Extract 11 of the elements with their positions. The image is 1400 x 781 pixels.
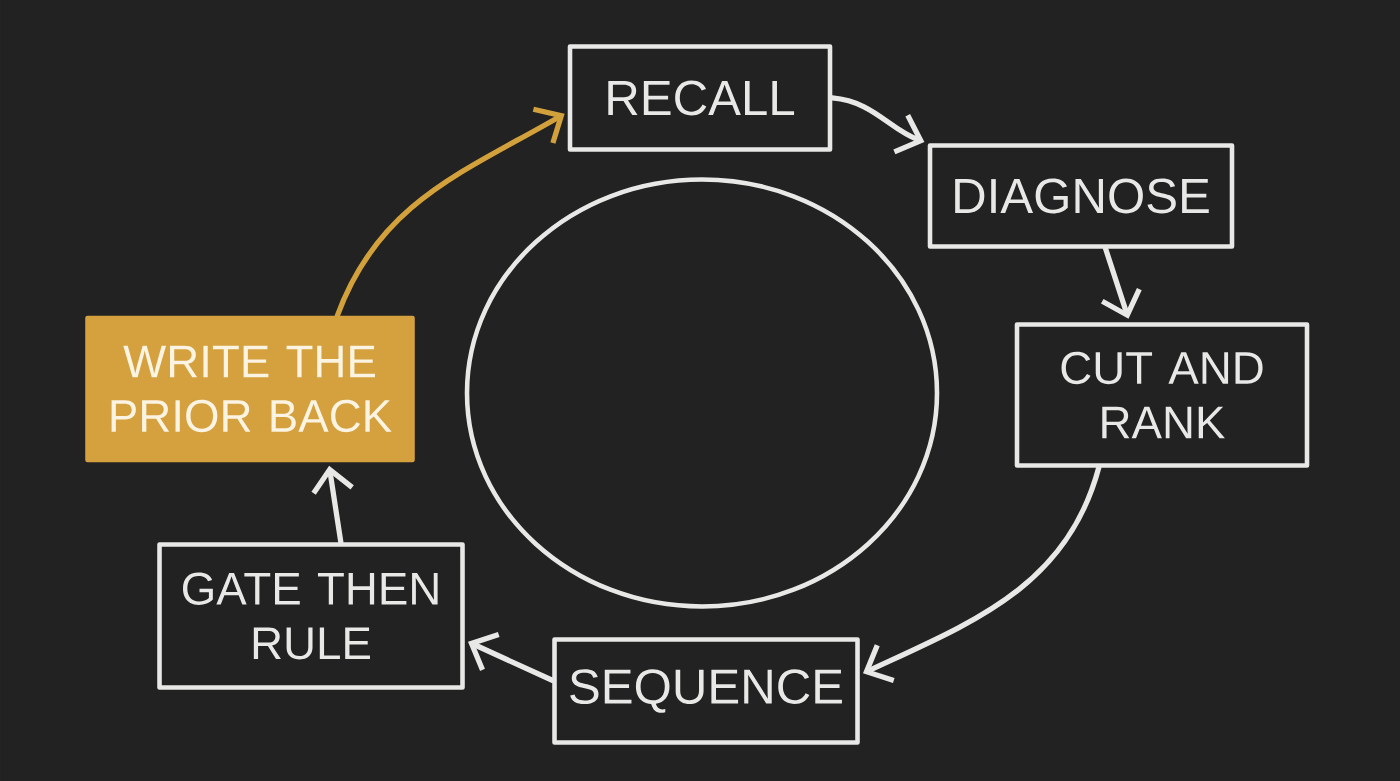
process-box: RECALL	[567, 44, 833, 152]
process-box: GATE THEN RULE	[157, 542, 465, 690]
process-box: SEQUENCE	[552, 637, 860, 745]
curved-arrow	[863, 465, 1102, 683]
cycle-circle	[464, 177, 940, 609]
curved-arrow	[334, 106, 565, 319]
process-box: CUT AND RANK	[1014, 322, 1310, 468]
arrow	[829, 95, 925, 155]
highlighted-process-box: WRITE THE PRIOR BACK	[85, 315, 415, 463]
arrow	[468, 631, 555, 683]
process-box: DIAGNOSE	[927, 143, 1235, 249]
